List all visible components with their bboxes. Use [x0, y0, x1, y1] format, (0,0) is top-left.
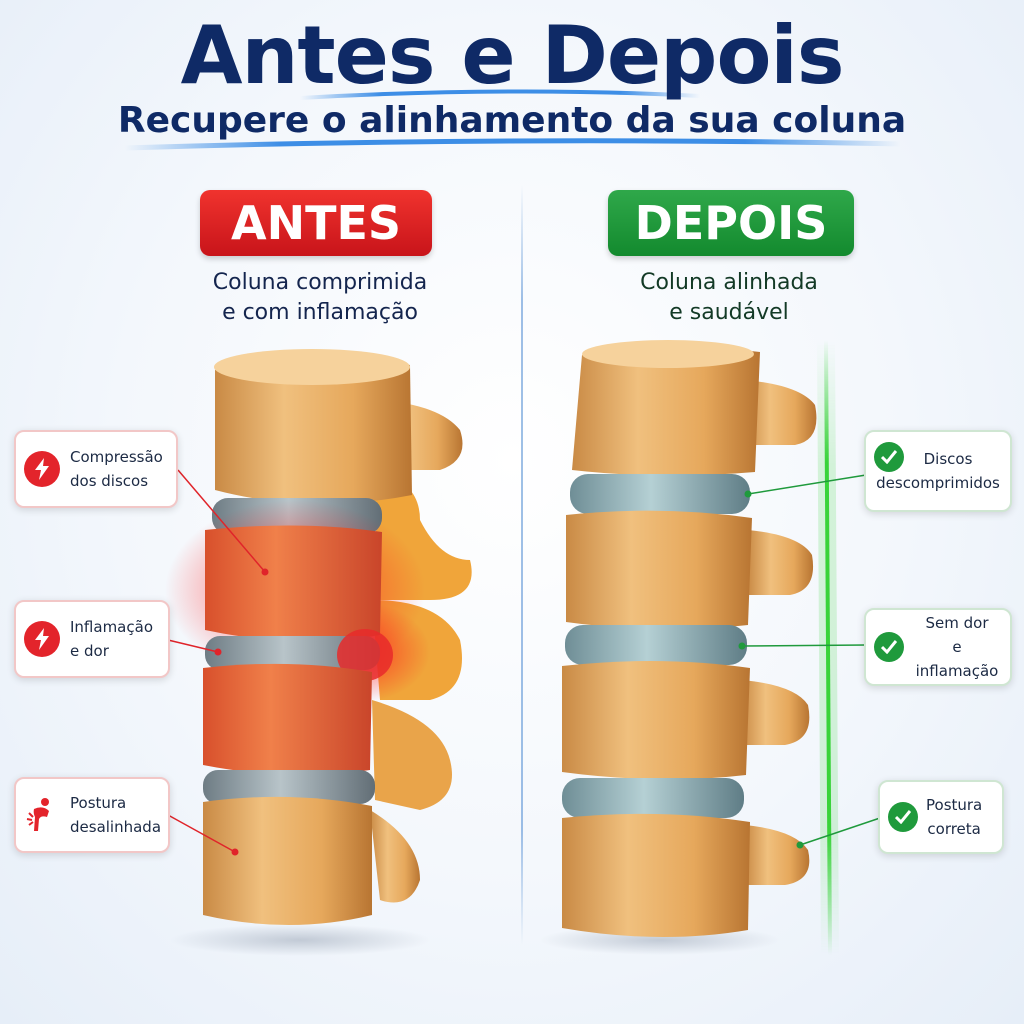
center-divider: [521, 185, 523, 945]
lightning-icon: [24, 451, 60, 487]
callout-line: e inflamação: [915, 638, 999, 680]
after-badge: DEPOIS: [608, 190, 854, 256]
check-circle-icon: [874, 442, 904, 472]
callout-inflammation-pain: Inflamação e dor: [14, 600, 170, 678]
callout-decompressed-discs: Discos descomprimidos: [864, 430, 1012, 512]
callout-misaligned-posture: Postura desalinhada: [14, 777, 170, 853]
callout-disc-compression: Compressão dos discos: [14, 430, 178, 508]
callout-line: correta: [927, 820, 981, 838]
page-title: Antes e Depois: [180, 9, 845, 102]
check-circle-icon: [888, 802, 918, 832]
before-description-line: e com inflamação: [222, 300, 418, 325]
callout-line: dos discos: [70, 472, 149, 490]
callout-line: desalinhada: [70, 818, 162, 836]
before-description-line: Coluna comprimida: [212, 270, 428, 295]
callout-correct-posture: Postura correta: [878, 780, 1004, 854]
callout-line: Discos: [923, 450, 973, 468]
before-description: Coluna comprimida e com inflamação: [175, 268, 465, 328]
bent-posture-icon: [24, 797, 60, 833]
after-description-line: Coluna alinhada: [640, 270, 818, 295]
callout-line: Postura: [70, 794, 127, 812]
callout-no-pain: Sem dor e inflamação: [864, 608, 1012, 686]
callout-line: e dor: [70, 642, 109, 660]
callout-line: Inflamação: [70, 618, 153, 636]
title-underline-swoosh: [124, 89, 901, 151]
lightning-icon: [24, 621, 60, 657]
check-circle-icon: [874, 632, 904, 662]
page-subtitle: Recupere o alinhamento da sua coluna: [117, 100, 907, 141]
callout-line: Compressão: [70, 448, 163, 466]
after-description-line: e saudável: [669, 300, 789, 325]
after-description: Coluna alinhada e saudável: [584, 268, 874, 328]
before-badge: ANTES: [200, 190, 432, 256]
callout-line: Postura: [926, 796, 983, 814]
callout-line: descomprimidos: [876, 474, 1000, 492]
callout-line: Sem dor: [925, 614, 989, 632]
